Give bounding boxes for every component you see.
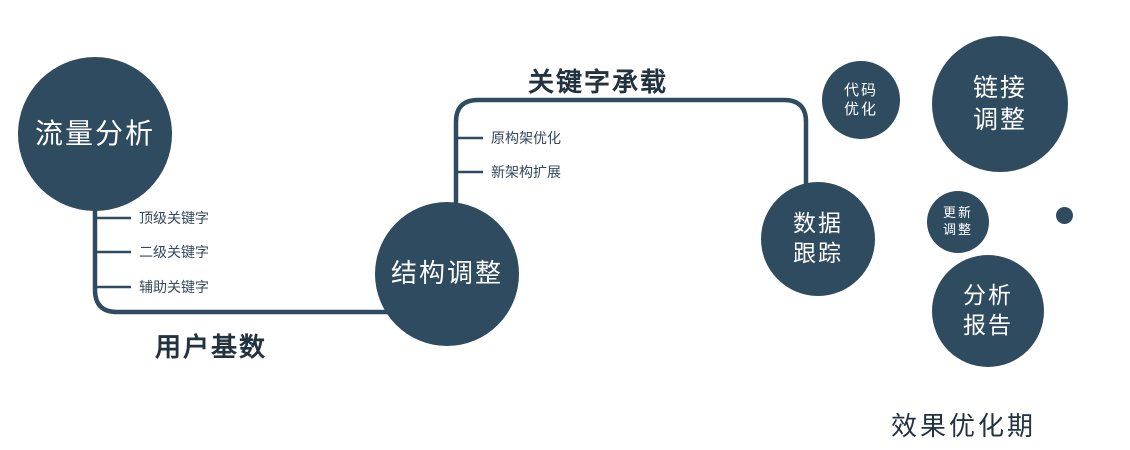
node-link-adjustment-label: 链接 调整 [972,73,1027,135]
node-structure-adjustment: 结构调整 [375,202,519,346]
branch-label-original-architecture: 原构架优化 [491,130,561,146]
node-code-optimization: 代码 优化 [822,61,900,139]
node-traffic-analysis: 流量分析 [18,57,172,211]
node-update-adjustment: 更新 调整 [927,191,989,253]
node-structure-adjustment-label: 结构调整 [390,258,503,289]
branch-label-secondary-keywords: 二级关键字 [139,244,209,260]
branch-label-new-architecture: 新架构扩展 [491,164,561,180]
edge-label-user-base: 用户基数 [155,332,268,362]
node-analysis-report: 分析 报告 [932,255,1044,367]
branch-label-auxiliary-keywords: 辅助关键字 [139,279,209,295]
edge-label-keyword-bearing: 关键字承载 [528,67,669,97]
bullet-dot [1056,207,1073,224]
edge-traffic-to-structure [92,198,402,315]
node-update-adjustment-label: 更新 调整 [942,205,973,237]
node-link-adjustment: 链接 调整 [932,36,1068,172]
branch-label-top-keywords: 顶级关键字 [139,210,209,226]
node-code-optimization-label: 代码 优化 [843,81,878,119]
node-analysis-report-label: 分析 报告 [963,282,1013,338]
node-data-tracking: 数据 跟踪 [761,182,875,296]
node-traffic-analysis-label: 流量分析 [34,117,155,149]
node-data-tracking-label: 数据 跟踪 [793,210,843,266]
edge-structure-to-tracking [453,97,809,212]
footer-label-effect-optimization: 效果优化期 [891,411,1037,441]
